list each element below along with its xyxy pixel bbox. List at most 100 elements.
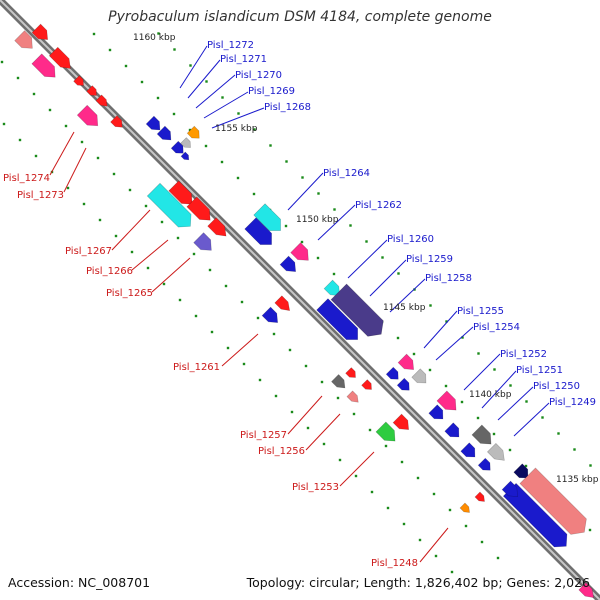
leader-line [111, 209, 151, 251]
scale-label: 1145 kbp [383, 303, 426, 313]
tick-dot [397, 272, 400, 275]
gene-arrow [346, 390, 359, 403]
gene-label[interactable]: Pisl_1264 [323, 168, 370, 179]
leader-line [287, 172, 324, 211]
gene-label[interactable]: Pisl_1251 [516, 365, 563, 376]
gene-feature [385, 366, 399, 380]
tick-dot [269, 144, 272, 147]
gene-arrow [375, 421, 396, 442]
gene-label[interactable]: Pisl_1258 [425, 273, 472, 284]
tick-dot [352, 412, 356, 416]
tick-dot [208, 268, 212, 272]
leader-line [317, 204, 356, 241]
gene-label[interactable]: Pisl_1265 [106, 288, 153, 299]
gene-label[interactable]: Pisl_1268 [264, 102, 311, 113]
tick-dot [588, 528, 592, 532]
tick-dot [48, 108, 52, 112]
gene-label[interactable]: Pisl_1270 [235, 70, 282, 81]
gene-arrow [331, 374, 346, 389]
gene-label[interactable]: Pisl_1271 [220, 54, 267, 65]
gene-feature [459, 502, 470, 513]
gene-feature [444, 422, 460, 438]
gene-label[interactable]: Pisl_1272 [207, 40, 254, 51]
gene-feature [180, 151, 190, 161]
gene-label[interactable]: Pisl_1253 [292, 482, 339, 493]
gene-arrow [244, 217, 272, 245]
tick-dot [461, 336, 464, 339]
tick-dot [306, 426, 310, 430]
gene-arrow [397, 353, 414, 370]
tick-dot [464, 524, 468, 528]
gene-feature [31, 23, 48, 40]
gene-label[interactable]: Pisl_1249 [549, 397, 596, 408]
tick-dot [349, 224, 352, 227]
leader-line [305, 413, 341, 451]
leader-line [463, 353, 501, 391]
scale-labels: 1160 kbp 1155 kbp 1150 kbp 1145 kbp 1140… [133, 33, 599, 485]
tick-dot [220, 160, 224, 164]
leader-line [497, 386, 534, 421]
gene-arrow [31, 23, 48, 40]
gene-label[interactable]: Pisl_1266 [86, 266, 133, 277]
gene-feature [186, 196, 211, 221]
tick-dot [445, 320, 448, 323]
gene-arrow [323, 279, 340, 296]
tick-dot [92, 32, 96, 36]
tick-dot [557, 432, 560, 435]
tick-dot [34, 154, 38, 158]
gene-arrow [444, 422, 460, 438]
tick-dot [370, 490, 374, 494]
gene-label[interactable]: Pisl_1257 [240, 430, 287, 441]
tick-dot [402, 522, 406, 526]
tick-marks [0, 32, 592, 574]
gene-feature [460, 442, 476, 458]
tick-dot [284, 224, 288, 228]
tick-dot [416, 476, 420, 480]
tick-dot [317, 192, 320, 195]
leader-line [339, 451, 375, 487]
gene-feature [501, 480, 518, 497]
gene-label[interactable]: Pisl_1248 [371, 558, 418, 569]
leader-line [179, 45, 208, 89]
tick-dot [524, 464, 528, 468]
gene-arrow [471, 424, 492, 445]
tick-dot [508, 448, 512, 452]
gene-feature [279, 255, 296, 272]
tick-dot [450, 570, 454, 574]
tick-dot [188, 128, 192, 132]
gene-label[interactable]: Pisl_1252 [500, 349, 547, 360]
tick-dot [221, 96, 224, 99]
tick-dot [140, 80, 144, 84]
tick-dot [336, 396, 340, 400]
tick-dot [242, 362, 246, 366]
tick-dot [144, 204, 148, 208]
leader-line [187, 59, 221, 99]
gene-label[interactable]: Pisl_1256 [258, 446, 305, 457]
tick-dot [236, 176, 240, 180]
tick-dot [160, 220, 164, 224]
gene-label[interactable]: Pisl_1269 [248, 86, 295, 97]
gene-label[interactable]: Pisl_1274 [3, 173, 50, 184]
tick-dot [320, 380, 324, 384]
tick-dot [66, 186, 70, 190]
gene-label[interactable]: Pisl_1254 [473, 322, 520, 333]
gene-feature [474, 491, 485, 502]
gene-label[interactable]: Pisl_1260 [387, 234, 434, 245]
tick-dot [162, 282, 166, 286]
gene-arrow [501, 480, 518, 497]
tick-dot [80, 140, 84, 144]
gene-label[interactable]: Pisl_1259 [406, 254, 453, 265]
gene-label[interactable]: Pisl_1255 [457, 306, 504, 317]
gene-label[interactable]: Pisl_1250 [533, 381, 580, 392]
gene-arrow [290, 242, 309, 261]
gene-arrow [86, 85, 97, 96]
gene-label[interactable]: Pisl_1261 [173, 362, 220, 373]
leader-line [423, 310, 458, 349]
gene-label[interactable]: Pisl_1273 [17, 190, 64, 201]
gene-label[interactable]: Pisl_1262 [355, 200, 402, 211]
tick-dot [192, 252, 196, 256]
tick-dot [386, 506, 390, 510]
leader-line [221, 333, 259, 367]
leader-line [347, 239, 388, 279]
gene-label[interactable]: Pisl_1267 [65, 246, 112, 257]
